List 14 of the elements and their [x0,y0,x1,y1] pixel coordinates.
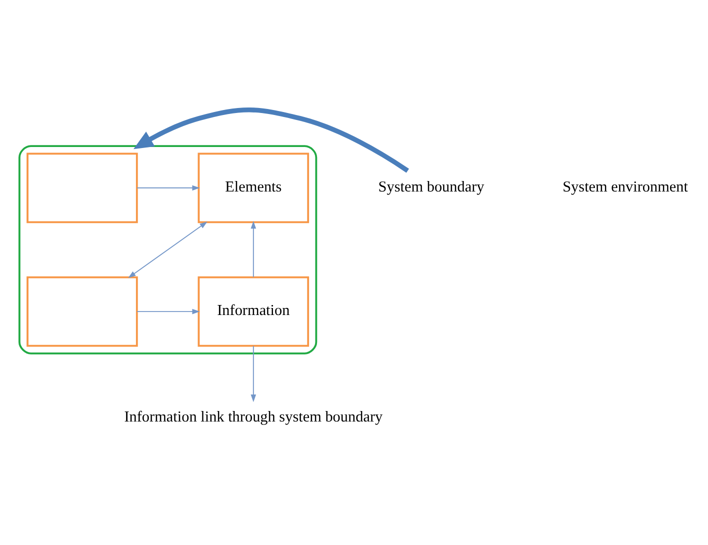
arrow [250,221,256,278]
cluster [18,145,318,354]
node-text: Information link through system boundary [124,408,383,426]
arrow [128,222,208,278]
node-box [26,152,138,224]
node-box: Elements [198,152,310,224]
node-box: Information [198,276,310,347]
arrow [136,308,200,314]
label: System environment [562,178,688,196]
arrow [250,345,256,402]
node-box [26,276,138,347]
arrow [136,185,200,191]
node-text: System boundary [378,178,484,196]
arrow [134,108,409,173]
